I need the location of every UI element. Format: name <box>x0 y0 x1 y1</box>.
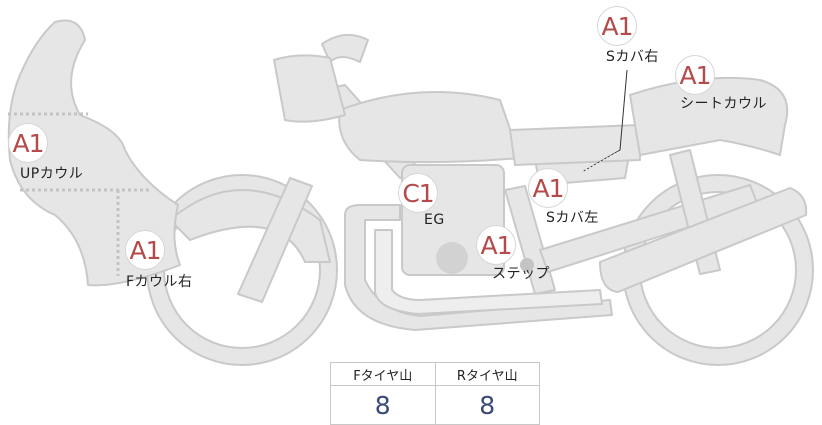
part-label-f-cowl-right: Fカウル右 <box>126 274 193 290</box>
part-label-engine: EG <box>424 212 445 228</box>
grade-badge-f-cowl-right: A1 <box>125 230 165 270</box>
part-label-side-cover-right: Sカバ右 <box>606 49 659 65</box>
front-fork <box>237 177 313 303</box>
grade-badge-side-cover-left: A1 <box>528 168 568 208</box>
value-front-tire: 8 <box>330 385 436 425</box>
part-label-seat-cowl: シートカウル <box>680 96 767 112</box>
grade-badge-side-cover-right: A1 <box>597 6 637 46</box>
front-cowl <box>7 19 181 287</box>
grade-badge-up-cowl: A1 <box>8 123 48 163</box>
value-rear-tire: 8 <box>434 385 540 425</box>
fuel-tank <box>338 91 521 164</box>
muffler <box>599 187 808 293</box>
header-rear-tire: Rタイヤ山 <box>434 362 540 386</box>
tire-tread-table: Fタイヤ山 Rタイヤ山 8 8 <box>330 362 540 425</box>
grade-badge-seat-cowl: A1 <box>675 55 715 95</box>
leader-sカバ右 <box>581 69 628 173</box>
header-front-tire: Fタイヤ山 <box>330 362 436 386</box>
grade-badge-engine: C1 <box>398 173 438 213</box>
part-label-step: ステップ <box>492 266 550 282</box>
part-label-side-cover-left: Sカバ左 <box>546 210 599 226</box>
grade-badge-step: A1 <box>476 225 516 265</box>
part-label-up-cowl: UPカウル <box>20 166 84 182</box>
handlebar <box>321 33 369 63</box>
